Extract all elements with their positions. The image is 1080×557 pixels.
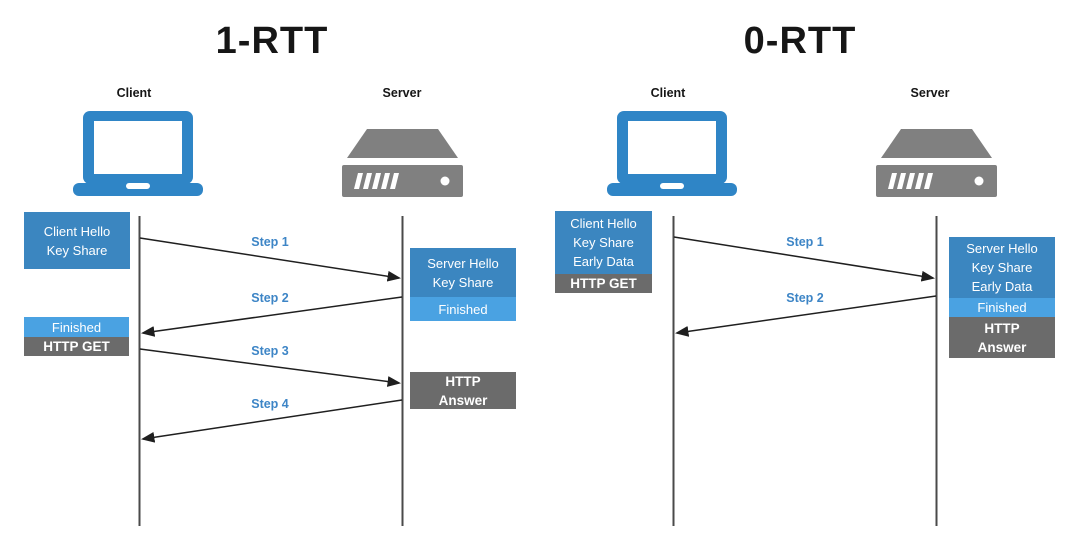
laptop-icon xyxy=(73,111,203,196)
laptop-icon xyxy=(607,111,737,196)
message-http-get: HTTP GET xyxy=(555,274,652,293)
panel-title-0rtt: 0-RTT xyxy=(743,20,857,62)
message-box-client-hello-0rtt: Client Hello Key Share Early Data HTTP G… xyxy=(555,211,652,293)
panel-title-1rtt: 1-RTT xyxy=(215,20,329,62)
message-box-server-hello-1rtt: Server Hello Key Share Finished xyxy=(410,248,516,321)
arrow-step3-1rtt xyxy=(139,348,402,387)
message-client-hello: Client Hello Key Share Early Data xyxy=(555,211,652,274)
message-server-hello: Server Hello Key Share xyxy=(410,248,516,297)
message-box-http-answer-1rtt: HTTP Answer xyxy=(410,372,516,409)
message-box-server-hello-0rtt: Server Hello Key Share Early Data Finish… xyxy=(949,237,1055,358)
message-client-finished: Finished xyxy=(24,317,129,337)
message-http-answer: HTTP Answer xyxy=(410,372,516,409)
client-label-0rtt: Client xyxy=(650,86,686,100)
arrow-step1-0rtt xyxy=(673,236,936,282)
message-box-client-finished-1rtt: Finished HTTP GET xyxy=(24,317,129,356)
step-label-1: Step 1 xyxy=(786,235,824,249)
step-label-2: Step 2 xyxy=(251,291,289,305)
message-http-answer: HTTP Answer xyxy=(949,317,1055,358)
step-label-1: Step 1 xyxy=(251,235,289,249)
arrow-step4-1rtt xyxy=(140,399,403,443)
server-label-1rtt: Server xyxy=(382,86,422,100)
arrow-step2-0rtt xyxy=(674,295,937,337)
message-server-finished: Finished xyxy=(949,298,1055,317)
server-label-0rtt: Server xyxy=(910,86,950,100)
client-label-1rtt: Client xyxy=(116,86,152,100)
server-rack-icon xyxy=(342,129,463,197)
arrow-step1-1rtt xyxy=(139,237,402,282)
step-label-3: Step 3 xyxy=(251,344,289,358)
step-label-2: Step 2 xyxy=(786,291,824,305)
server-rack-icon xyxy=(876,129,997,197)
message-box-client-hello-1rtt: Client Hello Key Share xyxy=(24,212,130,269)
message-server-hello: Server Hello Key Share Early Data xyxy=(949,237,1055,298)
step-label-4: Step 4 xyxy=(251,397,289,411)
message-server-finished: Finished xyxy=(410,297,516,321)
message-http-get: HTTP GET xyxy=(24,337,129,356)
arrow-step2-1rtt xyxy=(140,296,403,337)
message-client-hello: Client Hello Key Share xyxy=(24,212,130,269)
